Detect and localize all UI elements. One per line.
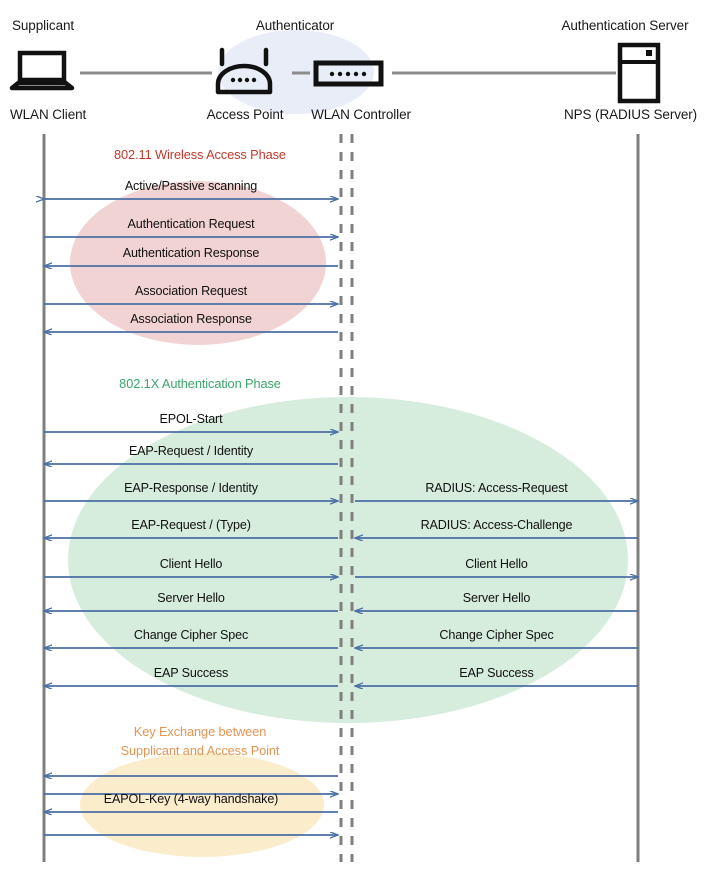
actor-device-nps: NPS (RADIUS Server) bbox=[563, 107, 698, 122]
actor-device-wlan-controller: WLAN Controller bbox=[311, 107, 411, 122]
ellipse-dot1x-auth-phase bbox=[68, 397, 628, 723]
msg-label-right-radius-access-request-0: RADIUS: Access-Request bbox=[425, 481, 568, 495]
msg-label-right-server-hello-3: Server Hello bbox=[462, 591, 531, 605]
actor-device-wlan-client: WLAN Client bbox=[10, 107, 87, 122]
msg-label-left-eap-request-type-8: EAP-Request / (Type) bbox=[131, 518, 251, 532]
msg-label-left-eap-request-identity-6: EAP-Request / Identity bbox=[128, 444, 254, 458]
msg-label-left-active-passive-scanning-0: Active/Passive scanning bbox=[124, 179, 258, 193]
msg-label-left-change-cipher-spec-11: Change Cipher Spec bbox=[133, 628, 249, 642]
msg-label-left-authentication-response-2: Authentication Response bbox=[122, 246, 260, 260]
actor-role-supplicant: Supplicant bbox=[12, 18, 75, 33]
phase-label-wireless-access: 802.11 Wireless Access Phase bbox=[114, 147, 286, 162]
wireless-router-icon bbox=[215, 47, 273, 95]
network-switch-icon bbox=[313, 60, 384, 87]
msg-label-left-association-request-3: Association Request bbox=[135, 284, 247, 298]
msg-label-left-eapol-key-4-way-handshake-15: EAPOL-Key (4-way handshake) bbox=[103, 792, 279, 806]
msg-label-right-eap-success-5: EAP Success bbox=[459, 666, 534, 680]
phase-label-dot1x-auth: 802.1X Authentication Phase bbox=[119, 376, 281, 391]
msg-label-right-change-cipher-spec-4: Change Cipher Spec bbox=[439, 628, 554, 642]
msg-label-left-eap-success-12: EAP Success bbox=[153, 666, 229, 680]
msg-label-left-server-hello-10: Server Hello bbox=[157, 591, 225, 605]
ellipse-key-exchange-phase bbox=[80, 753, 324, 857]
phase-label-key-exchange-line1: Key Exchange between bbox=[133, 724, 267, 739]
msg-label-right-client-hello-2: Client Hello bbox=[465, 557, 528, 571]
laptop-icon bbox=[9, 50, 75, 91]
msg-label-left-association-response-4: Association Response bbox=[130, 312, 252, 326]
actor-device-access-point: Access Point bbox=[206, 107, 284, 122]
msg-label-left-epol-start-5: EPOL-Start bbox=[159, 412, 223, 426]
msg-label-right-radius-access-challenge-1: RADIUS: Access-Challenge bbox=[420, 518, 573, 532]
actor-role-authenticator: Authenticator bbox=[255, 18, 335, 33]
msg-label-left-client-hello-9: Client Hello bbox=[159, 557, 223, 571]
phase-label-key-exchange-line2: Supplicant and Access Point bbox=[120, 743, 280, 758]
msg-label-left-eap-response-identity-7: EAP-Response / Identity bbox=[124, 481, 258, 495]
message-arrow-layer bbox=[44, 199, 638, 835]
actor-role-auth-server: Authentication Server bbox=[561, 18, 689, 33]
msg-label-left-authentication-request-1: Authentication Request bbox=[127, 217, 255, 231]
server-tower-icon bbox=[617, 42, 661, 104]
